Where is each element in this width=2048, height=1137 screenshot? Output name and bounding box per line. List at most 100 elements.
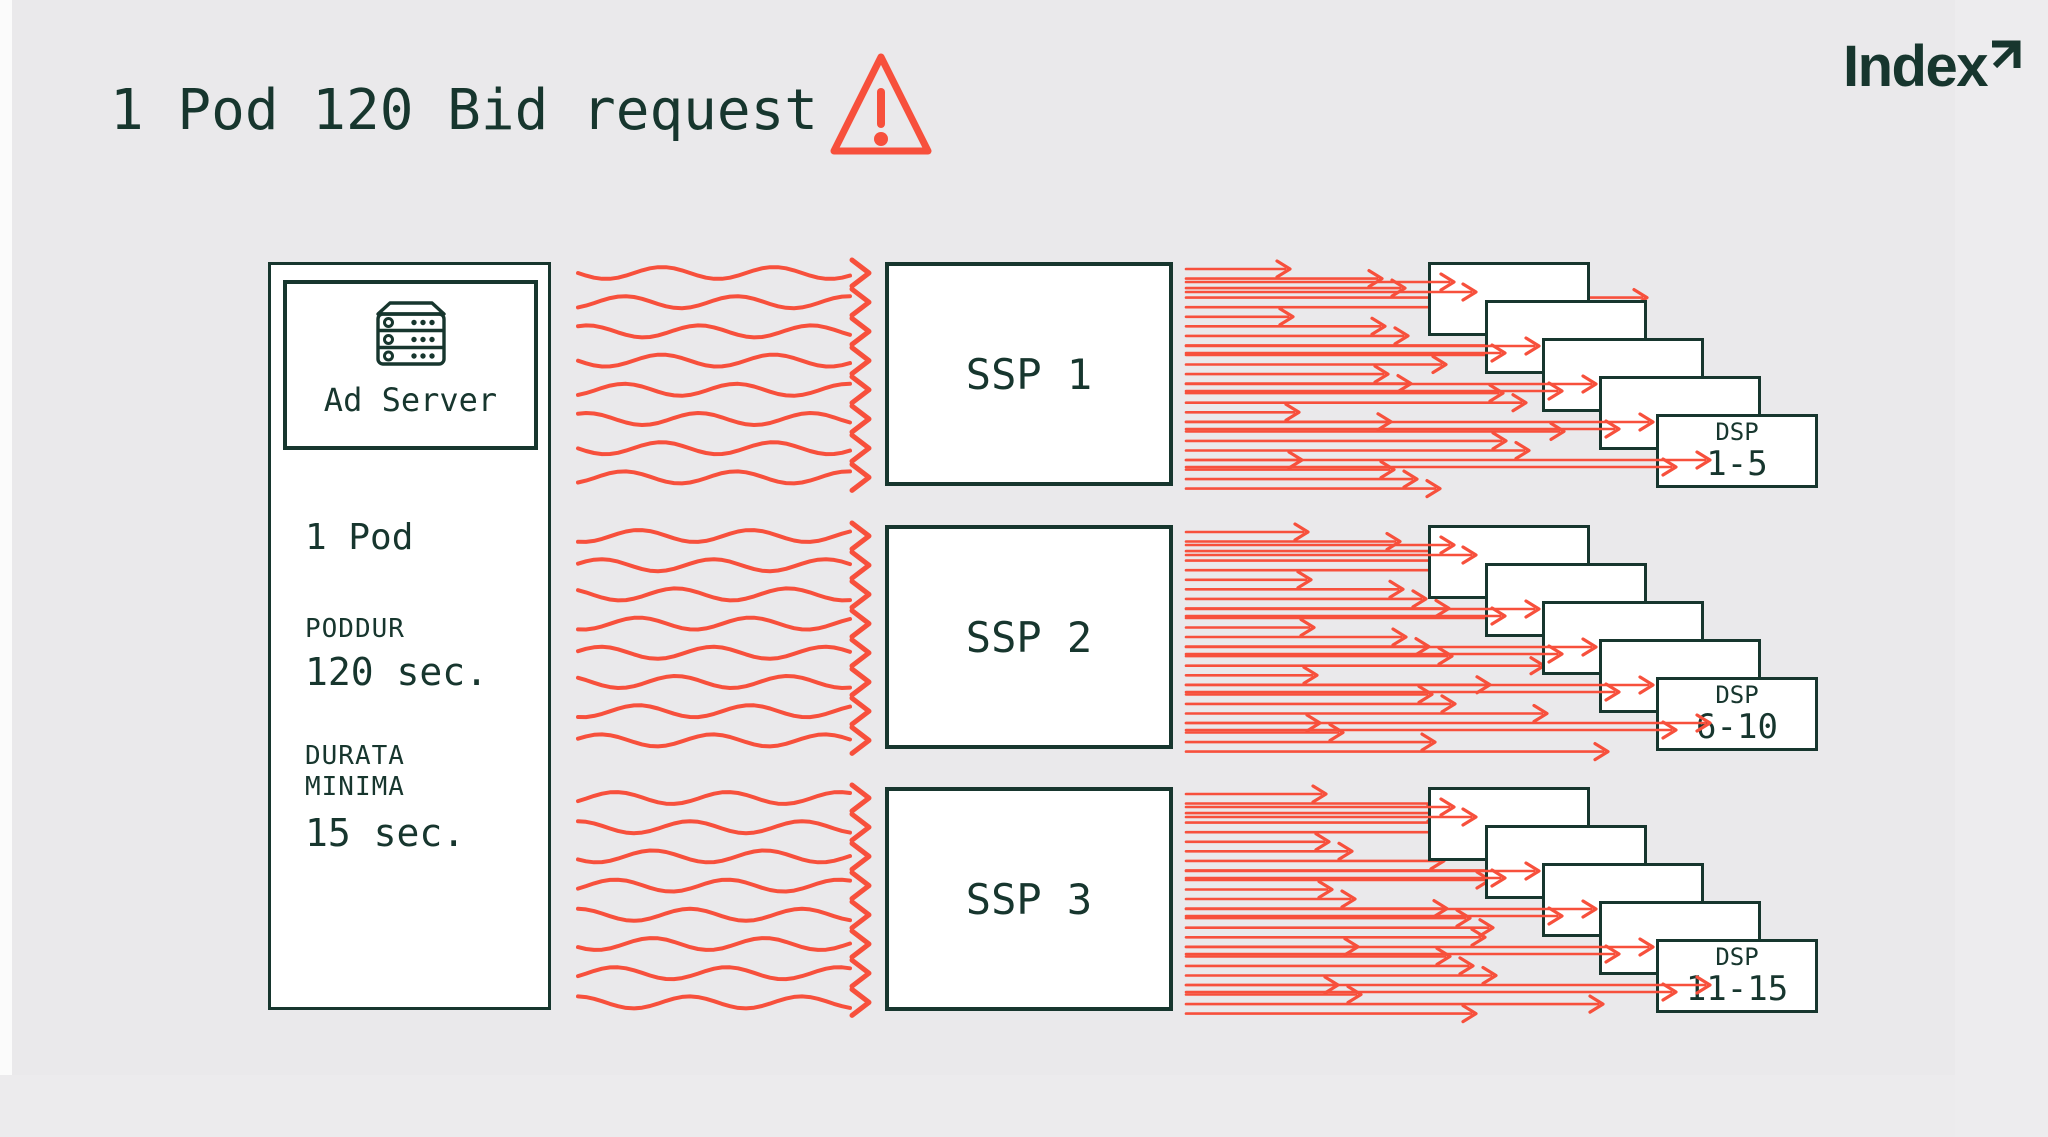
bid-request-arrowhead [1337,841,1354,861]
ssp-box-3: SSP 3 [885,787,1173,1011]
ad-request-arrowhead [849,957,872,989]
ad-request-arrow [576,674,852,690]
ad-request-arrow [576,294,852,311]
ad-request-arrow [576,528,852,544]
bid-request-arrowhead [1317,879,1334,900]
dsp-label: DSP [1715,943,1759,972]
dsp-label: DSP [1715,418,1759,447]
page-title: 1 Pod 120 Bid request [110,78,819,143]
ad-request-arrow [576,265,852,281]
bid-request-arrowhead [1437,646,1454,666]
ad-request-arrowhead [849,345,872,377]
ad-server-label: Ad Server [323,381,498,419]
ad-request-arrowhead [849,899,872,931]
ad-request-arrowhead [849,520,872,552]
bid-request-arrowhead [1373,364,1390,384]
bid-request-arrowhead [1328,722,1345,743]
bid-request-arrowhead [1311,784,1328,804]
bid-request-arrowhead [1417,684,1434,704]
bid-request-arrowhead [1340,889,1357,909]
ad-server-box: Ad Server [283,280,538,450]
ad-request-arrow [576,615,852,632]
bid-request-arrowhead [1434,598,1451,618]
pod-duration-value: 120 sec. [305,650,489,694]
ad-request-arrow [576,352,852,369]
bid-request-arrowhead [1532,703,1549,724]
bid-request-arrowhead [1278,307,1295,327]
bid-request-arrowhead [1370,316,1387,336]
ssp-label: SSP 1 [965,349,1093,399]
ad-request-arrowhead [849,811,872,843]
ad-request-arrow [576,994,852,1011]
dsp-range: 1-5 [1706,443,1768,484]
ad-request-arrow [576,469,852,486]
bid-request-arrowhead [1385,531,1402,552]
ad-request-arrow [576,790,852,806]
bid-request-arrowhead [1475,675,1492,695]
bid-request-arrowhead [1488,383,1505,403]
bid-request-arrowhead [1390,278,1407,298]
ad-request-arrow [576,965,852,982]
ad-request-arrow [576,877,852,894]
dsp-box-front: DSP 11-15 [1656,939,1818,1013]
bid-request-arrowhead [1549,421,1566,441]
index-logo-text: Index [1843,34,1989,99]
bid-request-arrowhead [1440,694,1457,714]
page-edge-right [1955,0,2048,1137]
bid-request-arrowhead [1593,742,1610,762]
ad-request-arrowhead [849,840,872,872]
dsp-label: DSP [1715,681,1759,710]
logo-arrow-icon [1990,39,2022,75]
bid-request-arrowhead [1470,927,1487,947]
ad-request-arrowhead [849,578,872,610]
ad-request-arrowhead [849,724,872,756]
ad-request-arrow [576,848,852,865]
bid-request-arrowhead [1305,713,1322,733]
bid-request-arrowhead [1514,440,1531,461]
dsp-box-front: DSP 6-10 [1656,677,1818,751]
bid-request-arrowhead [1346,984,1363,1005]
bid-request-arrowhead [1414,637,1431,657]
ad-request-arrow [576,411,852,427]
dsp-range: 6-10 [1696,706,1778,747]
ad-request-arrow [576,732,852,749]
bid-request-arrowhead [1458,956,1475,976]
server-icon [375,300,447,370]
bid-request-arrowhead [1491,431,1508,451]
bid-request-arrowhead [1296,570,1313,590]
index-logo: Index [1843,38,2022,96]
ad-request-arrowhead [849,549,872,581]
bid-request-arrowhead [1388,579,1405,599]
bid-request-arrowhead [1343,937,1360,957]
ad-request-arrowhead [849,608,872,640]
ad-request-arrow [576,557,852,574]
ad-request-arrow [576,703,852,720]
ad-request-arrowhead [849,461,872,493]
ad-request-arrow [576,586,852,603]
ad-request-arrow [576,906,852,923]
bid-request-arrowhead [1402,469,1419,489]
ad-request-arrow [576,323,852,340]
ad-request-arrowhead [849,403,872,435]
bid-request-arrowhead [1481,965,1498,986]
pod-duration-label: PODDUR [305,614,405,644]
ad-request-arrowhead [849,986,872,1018]
bid-request-arrowhead [1425,479,1442,499]
bid-request-arrowhead [1461,1004,1478,1024]
bid-request-arrowhead [1411,589,1428,609]
ad-request-arrow [576,644,852,661]
ad-request-arrow [576,819,852,836]
min-duration-value: 15 sec. [305,811,466,855]
page-edge-left [0,0,12,1137]
ad-request-arrowhead [849,257,872,289]
bid-request-arrowhead [1287,450,1304,470]
ad-request-arrow [576,440,852,457]
ad-request-arrowhead [849,315,872,347]
bid-request-arrowhead [1275,259,1292,279]
bid-request-arrowhead [1367,269,1384,289]
pod-count-label: 1 Pod [305,517,414,558]
ad-request-arrowhead [849,870,872,902]
page-edge-bottom [0,1075,1955,1137]
